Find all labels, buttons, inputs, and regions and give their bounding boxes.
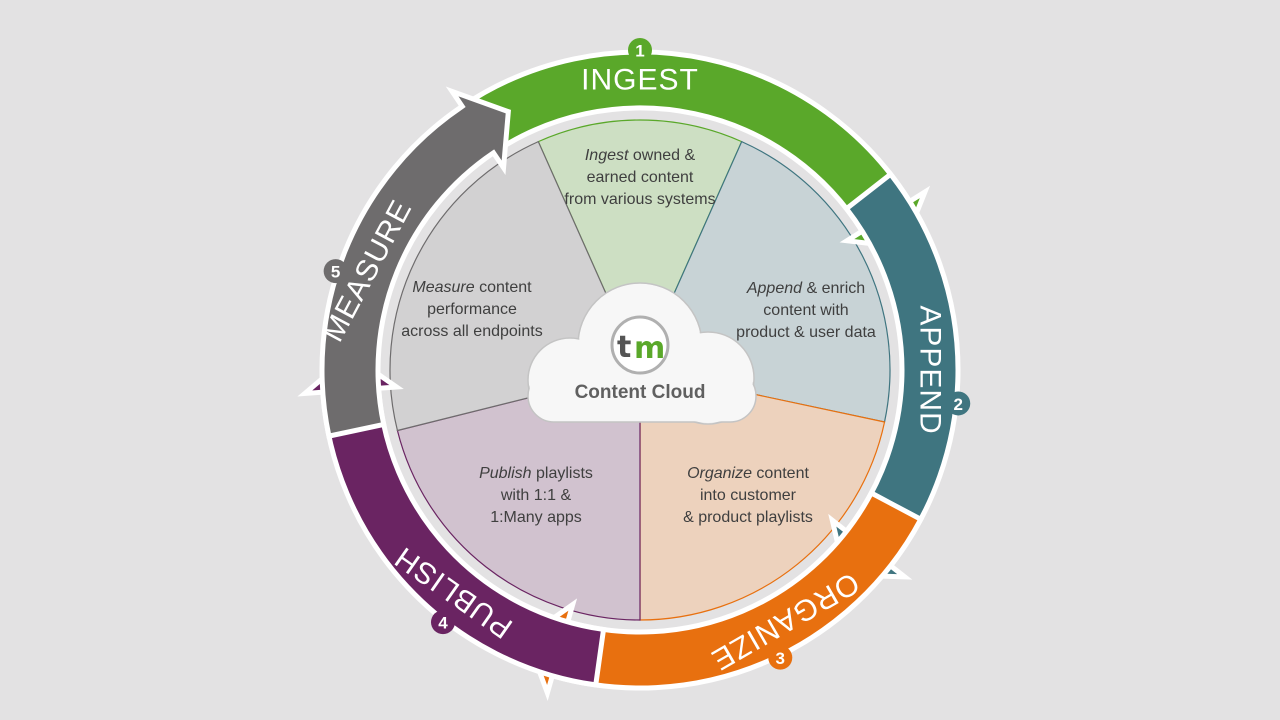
logo-letter-t: t <box>617 330 631 365</box>
cloud-title: Content Cloud <box>575 382 706 403</box>
description-publish-line-3: 1:Many apps <box>490 509 582 526</box>
label-append: APPEND <box>914 305 947 434</box>
description-ingest-line-1: Ingest owned & <box>585 147 696 164</box>
sector-publish <box>396 369 641 621</box>
step-badge-measure <box>323 259 348 284</box>
step-number-append: 2 <box>954 395 963 414</box>
step-number-publish: 4 <box>438 614 448 633</box>
sector-organize <box>639 369 886 621</box>
step-badge-append <box>946 391 971 416</box>
description-measure-line-3: across all endpoints <box>401 323 542 340</box>
step-number-ingest: 1 <box>635 42 644 61</box>
description-organize-line-1: Organize content <box>687 465 809 482</box>
step-badge-organize <box>768 645 793 670</box>
arrow-measure <box>319 86 511 440</box>
description-ingest-line-3: from various systems <box>564 191 715 208</box>
sector-ingest <box>537 119 743 372</box>
content-cloud: t m Content Cloud <box>527 282 757 425</box>
step-badge-publish <box>430 610 455 635</box>
logo-letter-m: m <box>634 331 665 366</box>
description-append-line-2: content with <box>763 302 848 319</box>
step-number-measure: 5 <box>331 263 340 282</box>
description-publish-line-2: with 1:1 & <box>500 487 572 504</box>
description-ingest-line-2: earned content <box>587 169 694 186</box>
description-measure-line-1: Measure content <box>412 279 532 296</box>
description-organize-line-3: & product playlists <box>683 509 813 526</box>
cloud-fill <box>529 284 755 423</box>
description-append-line-1: Append & enrich <box>746 280 865 297</box>
logo-badge: t m <box>610 315 670 375</box>
step-number-organize: 3 <box>776 649 785 668</box>
sector-descriptions: Ingest owned & earned content from various… <box>401 147 876 526</box>
label-ingest: INGEST <box>581 64 699 97</box>
description-measure-line-2: performance <box>427 301 517 318</box>
step-badge-ingest <box>628 38 652 62</box>
description-append-line-3: product & user data <box>736 324 876 341</box>
description-publish-line-1: Publish playlists <box>479 465 593 482</box>
description-organize-line-2: into customer <box>700 487 797 504</box>
